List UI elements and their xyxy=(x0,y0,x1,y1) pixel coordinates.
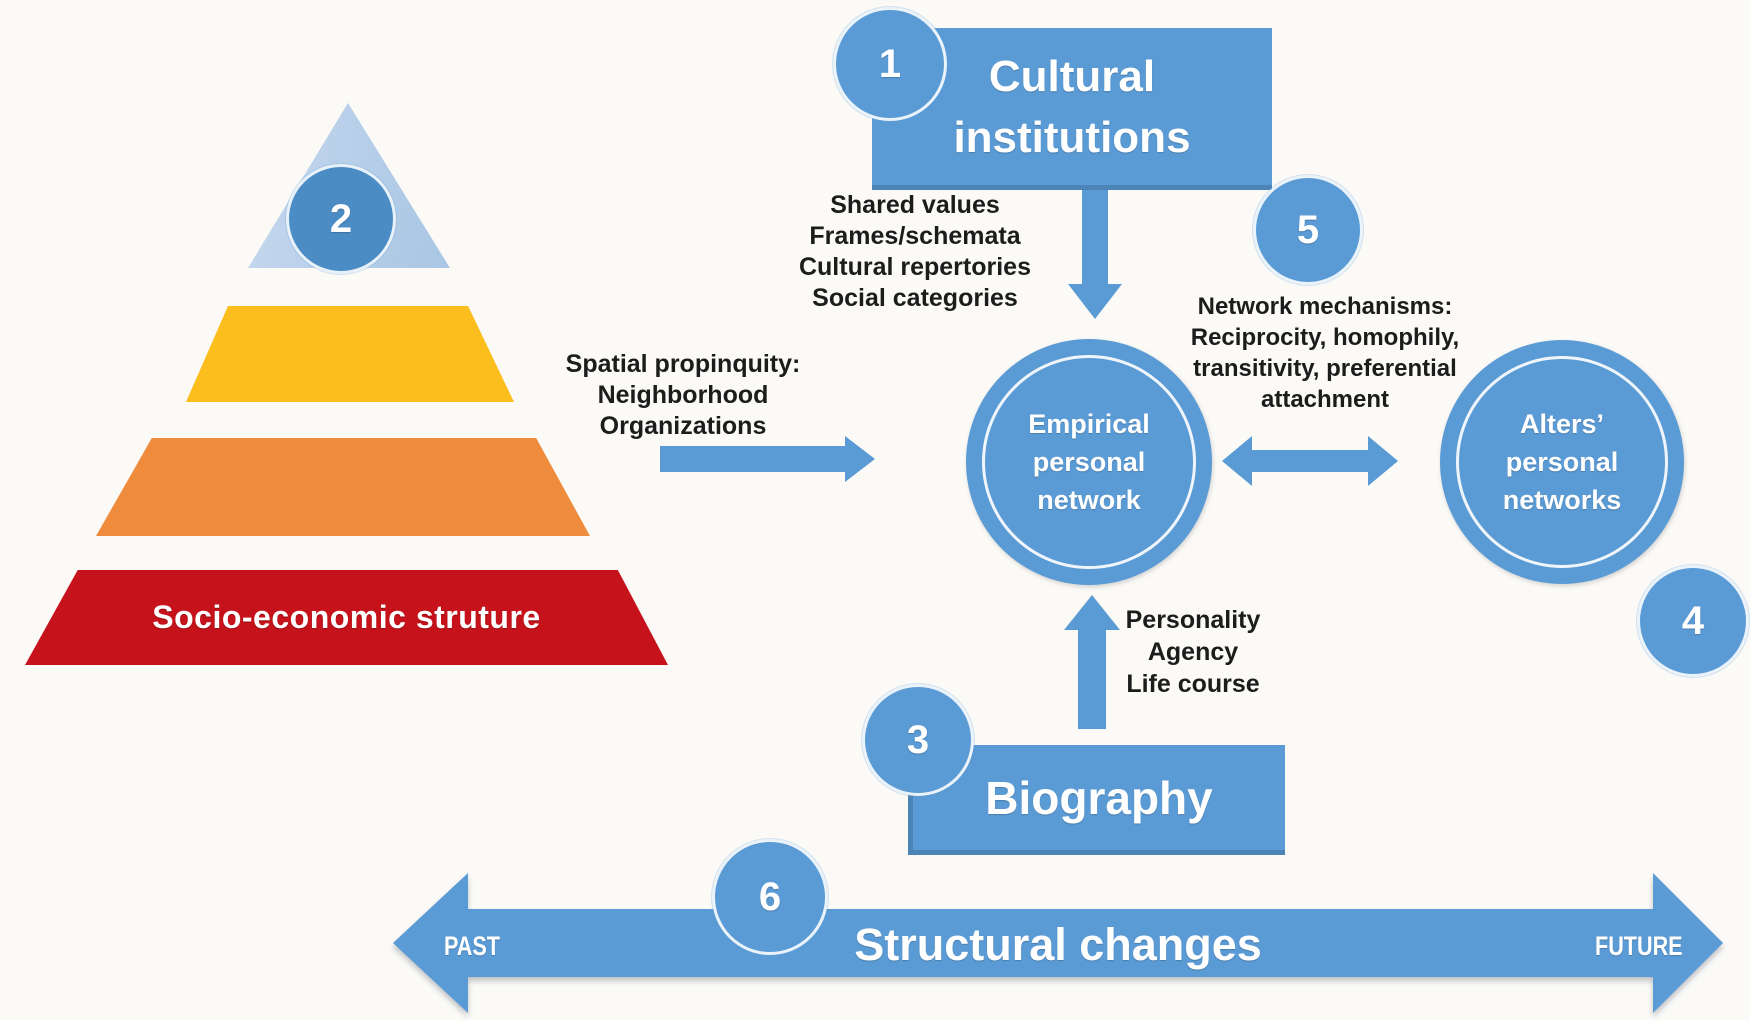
timeline-future-label: FUTURE xyxy=(1595,931,1683,961)
cultural-outputs-note: Shared values Frames/schemata Cultural r… xyxy=(775,190,1055,314)
spatial-line2: Neighborhood xyxy=(597,381,769,409)
spatial-line3: Organizations xyxy=(599,412,767,440)
cultural-outputs-line2: Frames/schemata xyxy=(809,222,1021,250)
pyramid-tier-orange xyxy=(96,438,590,536)
badge-3: 3 xyxy=(862,684,974,796)
badge-3-number: 3 xyxy=(906,717,930,762)
cultural-outputs-line3: Cultural repertories xyxy=(798,253,1031,281)
badge-5: 5 xyxy=(1253,175,1363,285)
biography-box: Biography xyxy=(908,745,1285,855)
arrow-cultural-to-empirical xyxy=(1068,189,1122,319)
network-mechanisms-note: Network mechanisms: Reciprocity, homophi… xyxy=(1165,291,1485,415)
biography-outputs-line2: Agency xyxy=(1147,638,1239,666)
biography-label: Biography xyxy=(985,771,1213,824)
badge-4-number: 4 xyxy=(1681,598,1705,643)
network-mechanisms-line3: transitivity, preferential xyxy=(1193,355,1457,382)
pyramid-base-label: Socio-economic struture xyxy=(152,599,541,635)
arrow-empirical-alters-bidirectional xyxy=(1222,436,1398,486)
badge-4: 4 xyxy=(1637,565,1749,677)
network-mechanisms-line1: Network mechanisms: xyxy=(1197,293,1453,320)
badge-6: 6 xyxy=(712,839,828,955)
arrow-biography-to-empirical xyxy=(1064,595,1120,729)
empirical-label-line1: Empirical xyxy=(1028,409,1150,439)
arrow-pyramid-to-empirical xyxy=(660,436,875,482)
biography-outputs-note: Personality Agency Life course xyxy=(1093,604,1293,700)
alters-personal-networks-node: Alters’ personal networks xyxy=(1440,340,1684,584)
badge-6-number: 6 xyxy=(758,874,782,919)
cultural-institutions-label-line1: Cultural xyxy=(988,51,1156,101)
badge-2: 2 xyxy=(286,164,396,274)
pyramid-tier-base: Socio-economic struture xyxy=(25,570,668,665)
structural-changes-label: Structural changes xyxy=(854,919,1262,970)
alters-label-line2: personal xyxy=(1505,447,1619,477)
empirical-label-line2: personal xyxy=(1032,447,1146,477)
spatial-propinquity-note: Spatial propinquity: Neighborhood Organi… xyxy=(543,349,823,442)
badge-2-number: 2 xyxy=(329,196,353,241)
cultural-institutions-label-line2: institutions xyxy=(953,112,1191,162)
pyramid-tier-yellow xyxy=(186,306,514,402)
badge-1-number: 1 xyxy=(878,41,902,86)
network-mechanisms-line2: Reciprocity, homophily, xyxy=(1190,324,1460,351)
empirical-label-line3: network xyxy=(1037,485,1141,515)
cultural-outputs-line4: Social categories xyxy=(812,284,1018,312)
empirical-personal-network-node: Empirical personal network xyxy=(966,339,1212,585)
structural-changes-timeline-arrow xyxy=(393,873,1723,1013)
alters-label-line3: networks xyxy=(1502,485,1622,515)
spatial-line1: Spatial propinquity: xyxy=(565,350,801,378)
alters-label-line1: Alters’ xyxy=(1519,409,1605,439)
badge-5-number: 5 xyxy=(1296,207,1320,252)
badge-1: 1 xyxy=(833,7,947,121)
biography-outputs-line1: Personality xyxy=(1125,606,1261,634)
network-mechanisms-line4: attachment xyxy=(1260,386,1390,413)
biography-outputs-line3: Life course xyxy=(1126,670,1260,698)
timeline-past-label: PAST xyxy=(443,931,500,961)
cultural-outputs-line1: Shared values xyxy=(830,191,1000,219)
